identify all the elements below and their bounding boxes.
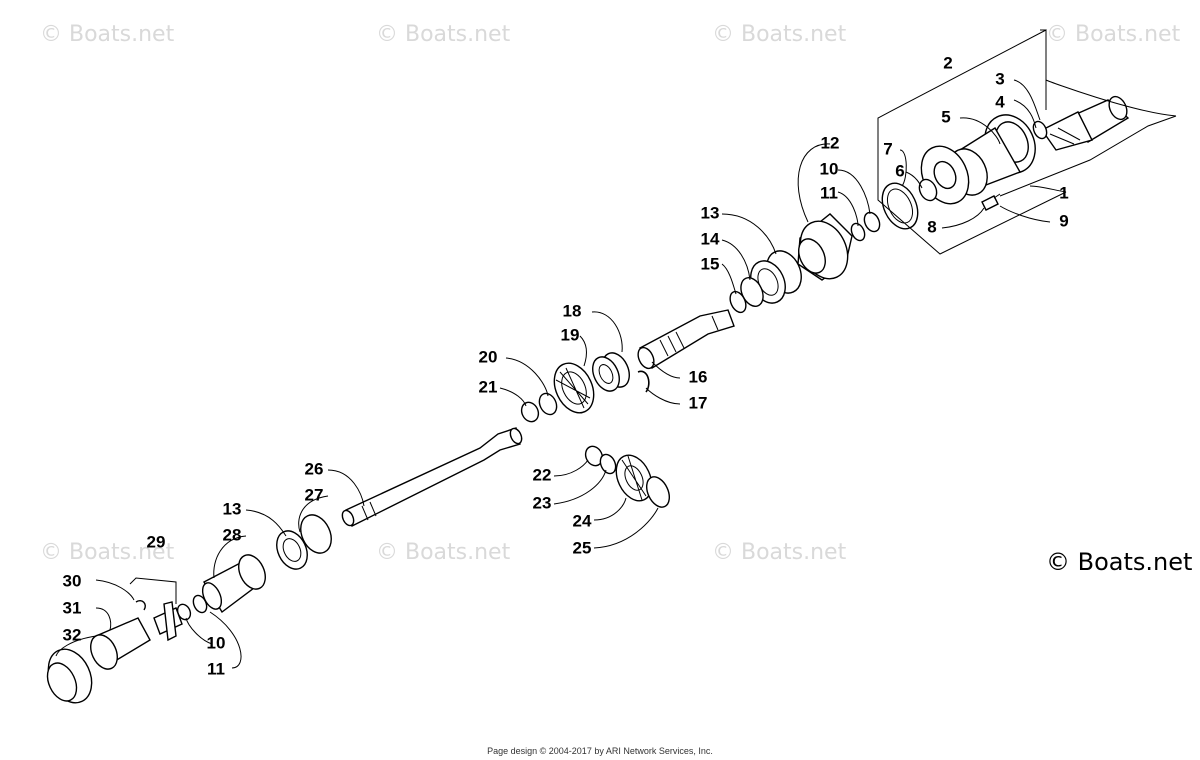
part-gear-set-22-25[interactable] [583,444,674,511]
callout-27[interactable]: 27 [305,485,324,504]
callout-25[interactable]: 25 [573,538,592,557]
part-bearing-13-27-lower[interactable] [271,510,337,574]
callout-15[interactable]: 15 [701,254,720,273]
callout-19[interactable]: 19 [561,325,580,344]
callout-4[interactable]: 4 [995,92,1005,111]
callout-31[interactable]: 31 [63,598,82,617]
callout-10-upper[interactable]: 10 [820,159,839,178]
callout-17[interactable]: 17 [689,393,708,412]
part-bearing-housing[interactable] [912,107,1044,212]
part-washer-nut-20-21[interactable] [519,391,560,425]
callout-29[interactable]: 29 [147,532,166,551]
callout-9[interactable]: 9 [1059,211,1068,230]
part-yoke-31[interactable] [86,617,151,673]
callout-28[interactable]: 28 [223,525,242,544]
watermark: © Boats.net [40,22,175,47]
callout-14[interactable]: 14 [701,229,720,248]
callout-6[interactable]: 6 [895,161,904,180]
callout-26[interactable]: 26 [305,459,324,478]
watermark: © Boats.net [376,22,511,47]
part-yoke-28[interactable] [199,551,271,614]
callout-12[interactable]: 12 [821,133,840,152]
callout-21[interactable]: 21 [479,377,498,396]
watermark: © Boats.net [376,540,511,565]
part-seal-14-15[interactable] [727,274,767,315]
part-universal-joint[interactable] [135,593,209,642]
copyright-mark: © Boats.net [1046,548,1193,576]
callout-8[interactable]: 8 [927,217,936,236]
assembly-bracket-2 [877,29,1177,197]
callout-11-upper[interactable]: 11 [820,183,838,202]
callout-11-lower[interactable]: 11 [207,659,225,678]
leader-lines [55,79,1067,669]
callout-22[interactable]: 22 [533,465,552,484]
part-drive-shaft[interactable] [340,427,524,528]
callout-24[interactable]: 24 [573,511,592,530]
watermark: © Boats.net [712,22,847,47]
watermark: © Boats.net [712,540,847,565]
part-pinion-shaft[interactable] [635,309,735,371]
callout-20[interactable]: 20 [479,347,498,366]
part-gasket[interactable] [875,177,924,234]
callout-13-upper[interactable]: 13 [701,203,720,222]
callout-23[interactable]: 23 [533,493,552,512]
part-shaft-yoke-assembly[interactable] [1031,94,1131,151]
assembly-bracket-29 [129,577,177,604]
part-bearing-18[interactable] [588,349,635,396]
callout-7[interactable]: 7 [883,139,892,158]
part-bearing-small[interactable] [849,210,883,243]
callout-2[interactable]: 2 [943,53,952,72]
page-footer: Page design © 2004-2017 by ARI Network S… [487,746,713,756]
callout-18[interactable]: 18 [563,301,582,320]
callout-labels: 2 3 4 5 7 12 10 6 1 11 13 9 8 14 15 18 1… [63,53,1069,678]
watermark: © Boats.net [1046,22,1181,47]
part-bevel-gear[interactable] [547,357,602,419]
part-flange-housing[interactable] [791,213,856,287]
callout-1[interactable]: 1 [1059,183,1068,202]
callout-16[interactable]: 16 [689,367,708,386]
part-boot-32[interactable] [40,642,100,710]
callout-13-lower[interactable]: 13 [223,499,242,518]
callout-10-lower[interactable]: 10 [207,633,226,652]
callout-32[interactable]: 32 [63,625,82,644]
callout-3[interactable]: 3 [995,69,1004,88]
assembly-bracket-1 [877,130,1067,255]
callout-5[interactable]: 5 [941,107,950,126]
watermark: © Boats.net [40,540,175,565]
callout-30[interactable]: 30 [63,571,82,590]
